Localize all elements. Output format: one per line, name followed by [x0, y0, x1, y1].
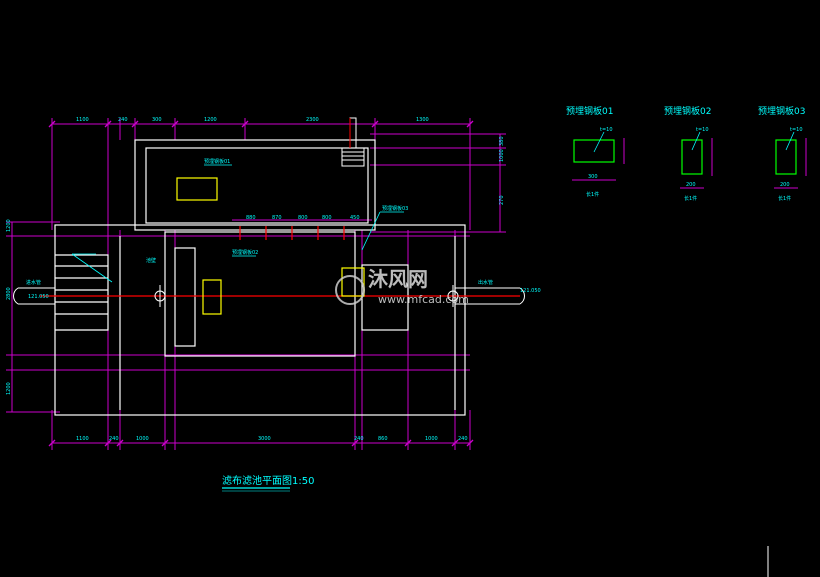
plate-03-shape	[775, 139, 797, 175]
dim-top-5: 2300	[306, 117, 319, 123]
dim-top-4: 1200	[204, 117, 217, 123]
main-tank-outline	[54, 224, 466, 416]
plate-02-shape	[681, 139, 703, 175]
dim-bottom-8: 240	[458, 436, 468, 442]
watermark: 沐风网 www.mfcad.com	[335, 267, 469, 306]
dim-bottom-1: 1100	[76, 436, 89, 442]
plate-03-title: 预埋钢板03	[758, 105, 805, 117]
plate-03-thickness: t=10	[790, 127, 803, 133]
dim-bottom-4: 3000	[258, 436, 271, 442]
dim-right-3: 270	[499, 195, 505, 205]
plate-01-title: 预埋钢板01	[566, 105, 613, 117]
plan-labels: 预埋钢板01 预埋钢板02 预埋钢板03 池壁	[71, 158, 408, 283]
dim-bottom-2: 240	[109, 436, 119, 442]
plate-01-note: 长1件	[586, 191, 599, 198]
left-inlet-channel	[55, 254, 109, 331]
dim-left-3: 1200	[6, 382, 12, 395]
label-plate02: 预埋钢板02	[232, 249, 258, 256]
plate-detail-01: 预埋钢板01 t=10 300 长1件	[566, 105, 625, 198]
plate-02-note: 长1件	[684, 195, 697, 202]
plate-01-thickness: t=10	[600, 127, 613, 133]
dim-mid-5: 450	[350, 215, 360, 221]
watermark-logo-icon	[335, 275, 365, 305]
gutter-inlets	[239, 226, 345, 240]
dim-top-2: 240	[118, 117, 128, 123]
plate-02-title: 预埋钢板02	[664, 105, 711, 117]
plate-detail-03: 预埋钢板03 t=10 200 长1件	[758, 105, 807, 202]
valves	[154, 285, 459, 307]
outlet-pipe-end	[519, 287, 525, 305]
tank-outlines	[54, 139, 466, 416]
dim-top-3: 300	[152, 117, 162, 123]
plate-03-note: 长1件	[778, 195, 791, 202]
plan-plates	[176, 177, 365, 315]
dim-mid-1: 880	[246, 215, 256, 221]
title-scale: 1:50	[292, 476, 314, 487]
plate-01-shape	[573, 139, 615, 163]
dim-mid-2: 870	[272, 215, 282, 221]
plate-02-size: 200	[686, 182, 696, 188]
pipes	[13, 287, 525, 305]
title-text: 滤布滤池平面图	[222, 474, 292, 487]
dim-left-2: 2800	[6, 287, 12, 300]
plan-plate-03	[341, 267, 365, 297]
dim-top-6: 1300	[416, 117, 429, 123]
filter-drum	[174, 247, 196, 347]
label-plate03: 预埋钢板03	[382, 205, 408, 212]
drawing-title: 滤布滤池平面图 1:50	[222, 474, 314, 492]
dim-bottom-5: 240	[354, 436, 364, 442]
inlet-pipe-end	[13, 287, 19, 305]
dim-mid-3: 800	[298, 215, 308, 221]
dim-right-2: 1000	[499, 149, 505, 162]
plate-details: 预埋钢板01 t=10 300 长1件 预埋钢板02 t=10 200 长1件 …	[566, 105, 807, 202]
dim-mid-4: 800	[322, 215, 332, 221]
level-labels: 进水管 121.050 出水管 121.050	[26, 279, 541, 300]
dimension-text: 1100 240 300 1200 2300 1300 1100 240 100…	[6, 117, 505, 442]
watermark-brand: 沐风网	[368, 267, 428, 291]
dim-right-1: 380	[499, 136, 505, 146]
inlet-level: 121.050	[28, 294, 49, 300]
watermark-url: www.mfcad.com	[378, 293, 469, 306]
label-wall: 池壁	[146, 257, 156, 264]
plan-plate-02	[202, 279, 222, 315]
dim-bottom-6: 860	[378, 436, 388, 442]
inlet-label: 进水管	[26, 279, 41, 286]
upper-channel-inner	[145, 147, 369, 224]
dim-bottom-7: 1000	[425, 436, 438, 442]
plate-01-size: 300	[588, 174, 598, 180]
dim-bottom-3: 1000	[136, 436, 149, 442]
dimension-ticks	[48, 120, 474, 447]
dim-top-1: 1100	[76, 117, 89, 123]
dim-left-1: 1200	[6, 219, 12, 232]
label-plate01: 预埋钢板01	[204, 158, 230, 165]
plate-02-thickness: t=10	[696, 127, 709, 133]
plan-plate-01	[176, 177, 218, 201]
upper-channel	[134, 139, 376, 231]
plate-03-size: 200	[780, 182, 790, 188]
plate-detail-02: 预埋钢板02 t=10 200 长1件	[664, 105, 713, 202]
outlet-level: 121.050	[520, 288, 541, 294]
vertical-pipe	[341, 117, 365, 167]
outlet-label: 出水管	[478, 279, 493, 286]
